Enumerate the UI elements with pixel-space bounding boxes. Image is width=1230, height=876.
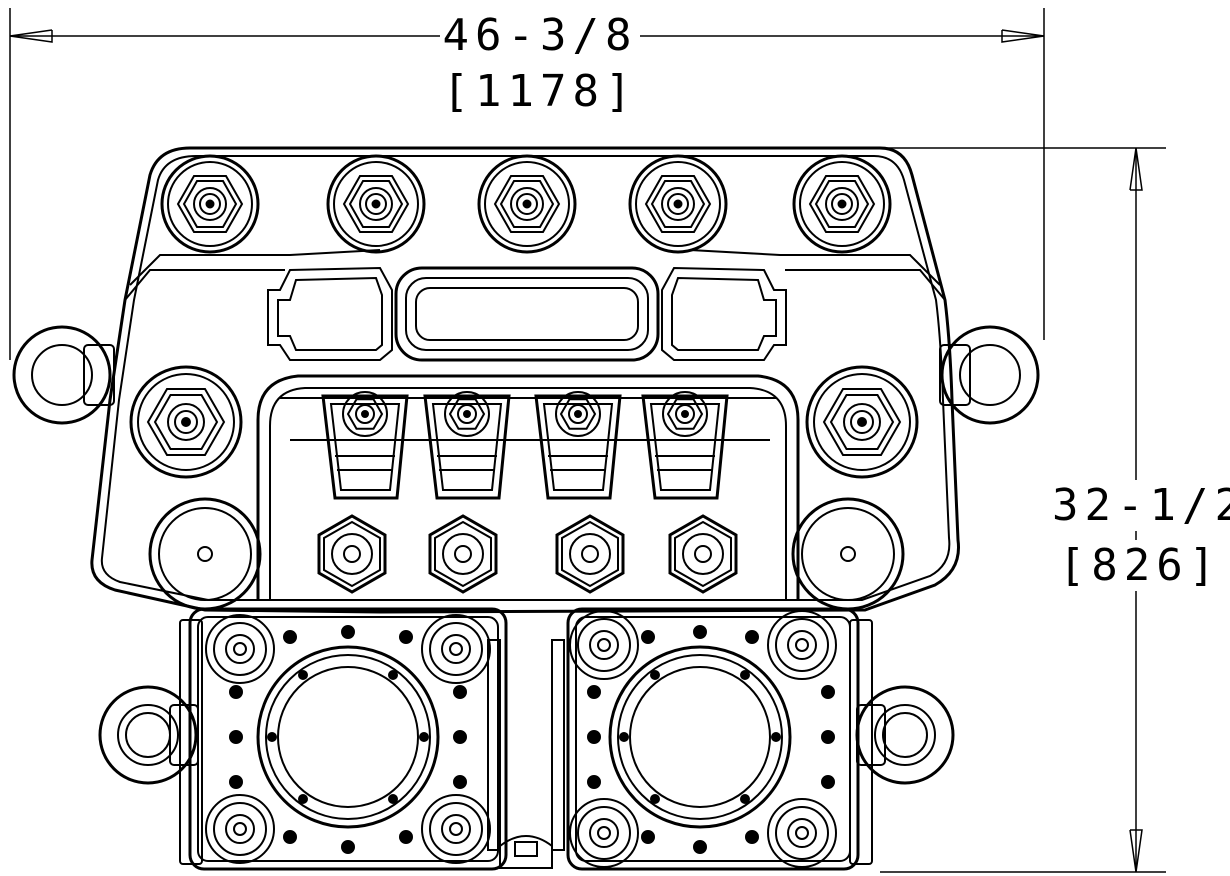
top-fittings	[162, 156, 890, 252]
right-motor-module	[568, 609, 858, 869]
width-imperial-label: 46-3/8	[440, 10, 640, 61]
handle-slot	[396, 268, 658, 360]
width-metric-label: [1178]	[442, 66, 638, 117]
inner-frame	[258, 376, 798, 600]
round-plugs	[150, 499, 903, 609]
side-brackets	[268, 268, 786, 360]
upper-lifting-eyes	[14, 327, 1038, 423]
left-motor-module	[190, 609, 506, 869]
wedge-terminals	[323, 392, 727, 498]
lower-hex-fittings	[319, 516, 736, 592]
height-metric-label: [826]	[1052, 540, 1228, 591]
upper-housing	[92, 148, 959, 612]
height-imperial-label: 32-1/2	[1052, 480, 1230, 531]
side-fittings	[131, 367, 917, 477]
